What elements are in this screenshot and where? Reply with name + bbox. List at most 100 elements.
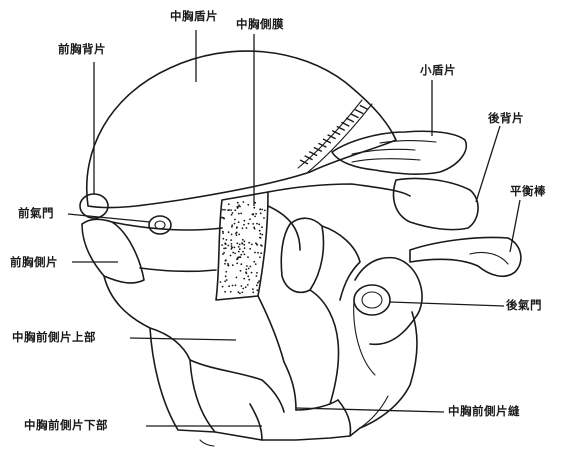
stipple-dot (261, 234, 263, 236)
stipple-dot (240, 270, 242, 272)
stipple-dot (226, 279, 228, 281)
stipple-dot (248, 242, 250, 244)
stipple-dot (244, 241, 246, 243)
anepisternum-sclerite (281, 218, 323, 292)
stipple-dot (231, 224, 233, 226)
stipple-dot (231, 226, 233, 228)
stipple-dot (253, 227, 255, 229)
propleuron-outline (82, 219, 144, 283)
pronotum-lobe (80, 194, 108, 218)
halter-outline (410, 238, 521, 277)
stipple-dot (232, 212, 234, 214)
stipple-dot (232, 285, 234, 287)
stipple-dot (245, 269, 247, 271)
stipple-dot (221, 217, 223, 219)
stipple-dot (244, 253, 246, 255)
label-mesanepisternum: 中胸前側片上部 (12, 330, 96, 344)
stipple-dot (232, 264, 234, 266)
stipple-dot (261, 245, 263, 247)
stipple-dot (252, 288, 254, 290)
label-pronotum: 前胸背片 (58, 42, 106, 56)
label-halter: 平衡棒 (510, 184, 546, 198)
stipple-dot (260, 252, 262, 254)
stipple-dot (246, 227, 248, 229)
stipple-dot (236, 227, 238, 229)
stipple-dot (242, 227, 244, 229)
stipple-dot (245, 271, 247, 273)
stipple-dot (238, 234, 240, 236)
stipple-dot (243, 201, 245, 203)
stipple-dot (250, 266, 252, 268)
stipple-dot (222, 209, 224, 211)
stipple-dot (256, 275, 258, 277)
stipple-dot (222, 232, 224, 234)
stipple-dot (236, 242, 238, 244)
stipple-dot (240, 254, 242, 256)
stipple-dot (241, 292, 243, 294)
stipple-dot (225, 247, 227, 249)
stipple-dot (223, 248, 225, 250)
stipple-dot (254, 252, 256, 254)
stipple-dot (241, 285, 243, 287)
stipple-dot (256, 243, 258, 245)
stipple-dot (245, 286, 247, 288)
label-posterior-spiracle: 後氣門 (506, 298, 542, 312)
stipple-dot (238, 213, 240, 215)
stipple-dot (255, 213, 257, 215)
stipple-dot (221, 244, 223, 246)
stipple-dot (222, 286, 224, 288)
stipple-dot (230, 209, 232, 211)
label-mesokatepisternum: 中胸前側片下部 (24, 418, 108, 432)
stipple-dot (227, 245, 229, 247)
stipple-dot (243, 244, 245, 246)
stipple-dot (247, 284, 249, 286)
stipple-dot (235, 284, 237, 286)
stipple-dot (247, 204, 249, 206)
stipple-dot (230, 255, 232, 257)
stipple-dot (240, 213, 242, 215)
striation-mark (351, 114, 359, 118)
stipple-dot (239, 244, 241, 246)
stipple-dot (236, 206, 238, 208)
stipple-dot (226, 239, 228, 241)
stipple-dot (234, 219, 236, 221)
stipple-dot (251, 244, 253, 246)
stipple-dot (224, 263, 226, 265)
stipple-dot (222, 238, 224, 240)
mesopleural-membrane (216, 192, 268, 300)
stipple-dot (252, 214, 254, 216)
leader-anepisternum (130, 338, 236, 340)
stipple-dot (235, 233, 237, 235)
stipple-dot (238, 221, 240, 223)
stipple-dot (261, 209, 263, 211)
stipple-dot (220, 281, 222, 283)
stipple-dot (236, 262, 238, 264)
stipple-dot (228, 285, 230, 287)
label-mesoscutum: 中胸盾片 (170, 9, 218, 23)
postnotum-outline (394, 178, 479, 229)
stipple-dot (254, 216, 256, 218)
stipple-dot (231, 243, 233, 245)
stipple-dot (260, 212, 262, 214)
label-postnotum: 後背片 (488, 111, 524, 125)
stipple-dot (228, 231, 230, 233)
stipple-dot (228, 265, 230, 267)
label-mesopleural-suture: 中胸前側片縫 (448, 404, 520, 418)
stipple-dot (237, 202, 239, 204)
scutellum-outline (332, 131, 466, 174)
stipple-dot (256, 272, 258, 274)
leader-postnotum (476, 126, 500, 202)
stipple-dot (227, 209, 229, 211)
stipple-dot (247, 275, 249, 277)
stipple-dot (244, 247, 246, 249)
stipple-dot (248, 279, 250, 281)
stipple-dot (225, 271, 227, 273)
membrane-stipple (220, 201, 266, 294)
stipple-dot (255, 263, 257, 265)
stipple-dot (227, 263, 229, 265)
stipple-dot (234, 223, 236, 225)
stipple-dot (231, 234, 233, 236)
label-scutellum: 小盾片 (420, 63, 456, 77)
